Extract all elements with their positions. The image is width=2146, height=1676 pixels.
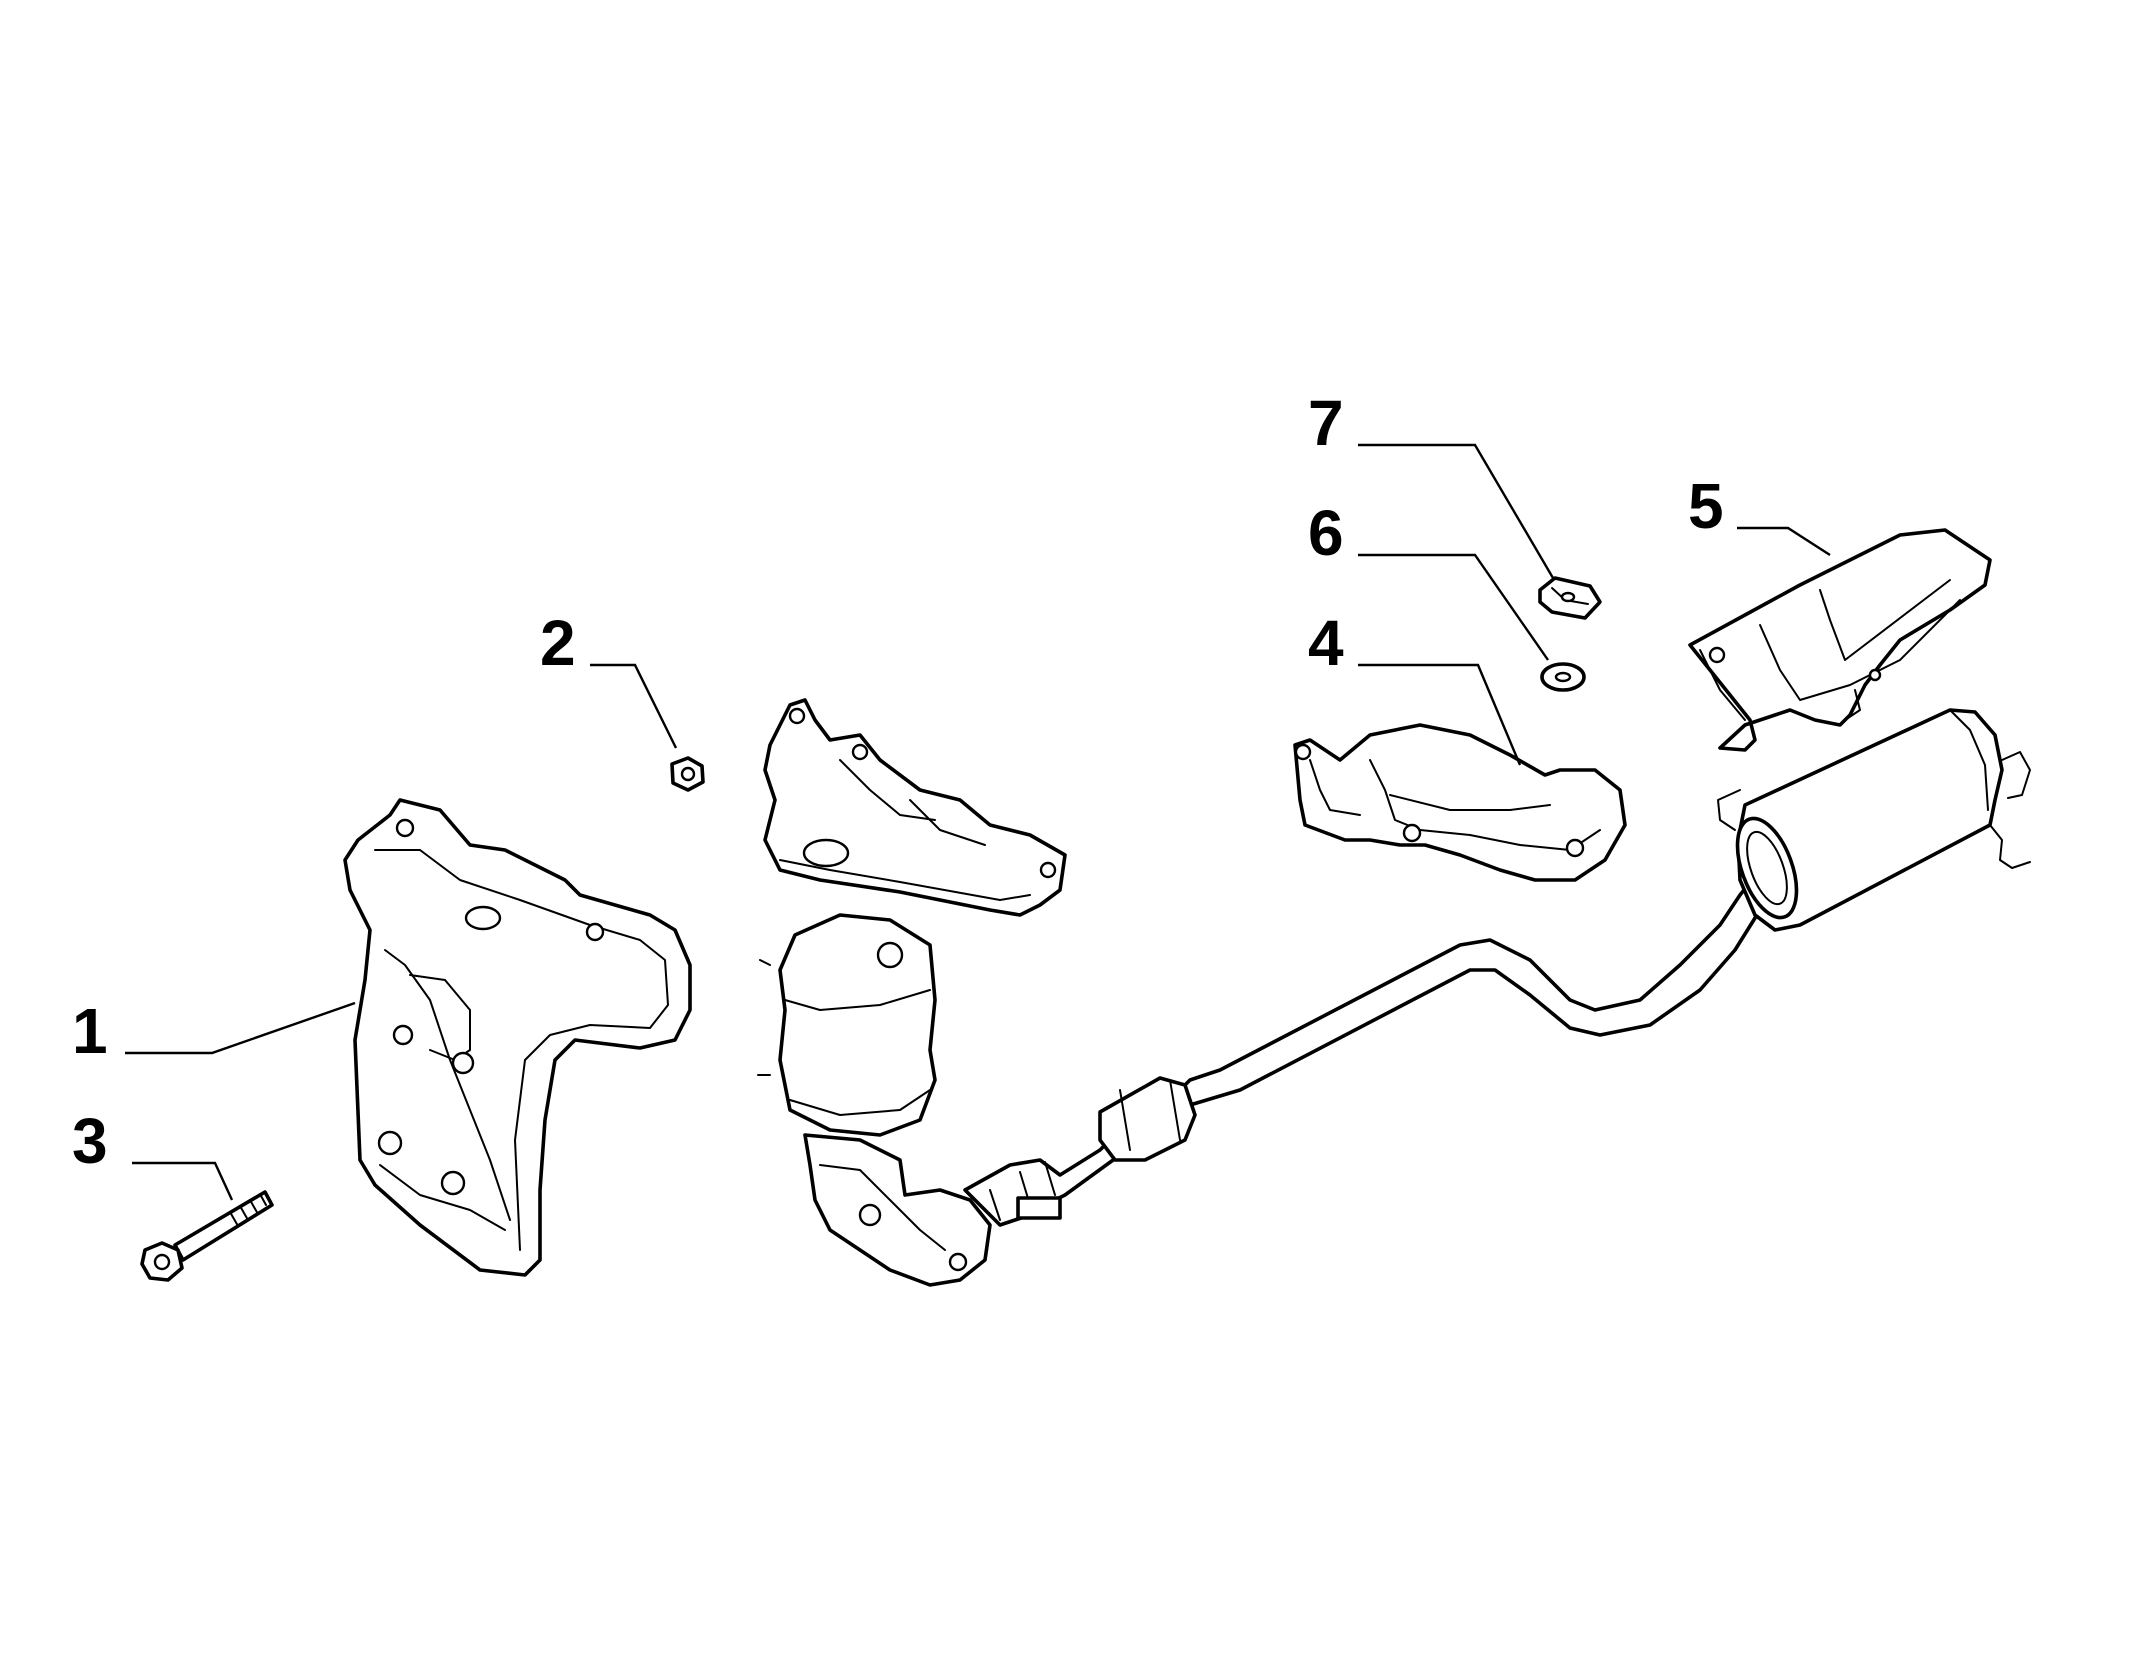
part-5-heat-shield xyxy=(1688,528,1992,752)
leader-line-7 xyxy=(1358,443,1555,579)
leader-line-4 xyxy=(1358,663,1522,766)
rear-muffler xyxy=(1717,708,2031,932)
leader-line-6 xyxy=(1358,553,1549,661)
callout-5: 5 xyxy=(1688,470,1724,542)
leader-line-1 xyxy=(125,1001,356,1055)
part-1-heat-shield xyxy=(343,798,692,1277)
part-6-washer xyxy=(1540,662,1586,692)
leader-line-3 xyxy=(132,1161,234,1201)
part-2-nut xyxy=(670,756,705,792)
exhaust-manifold-catalyst xyxy=(757,698,1067,1287)
exhaust-pipe xyxy=(963,858,1797,1227)
leader-line-2 xyxy=(590,663,678,749)
part-3-bolt xyxy=(140,1190,274,1282)
callout-1: 1 xyxy=(72,995,108,1067)
callout-4: 4 xyxy=(1308,607,1344,679)
callout-6: 6 xyxy=(1308,497,1344,569)
leader-line-5 xyxy=(1737,526,1831,557)
part-7-clip xyxy=(1538,576,1602,620)
callout-2: 2 xyxy=(540,607,576,679)
callout-7: 7 xyxy=(1308,387,1344,459)
part-4-heat-shield xyxy=(1293,723,1627,882)
callout-3: 3 xyxy=(72,1105,108,1177)
